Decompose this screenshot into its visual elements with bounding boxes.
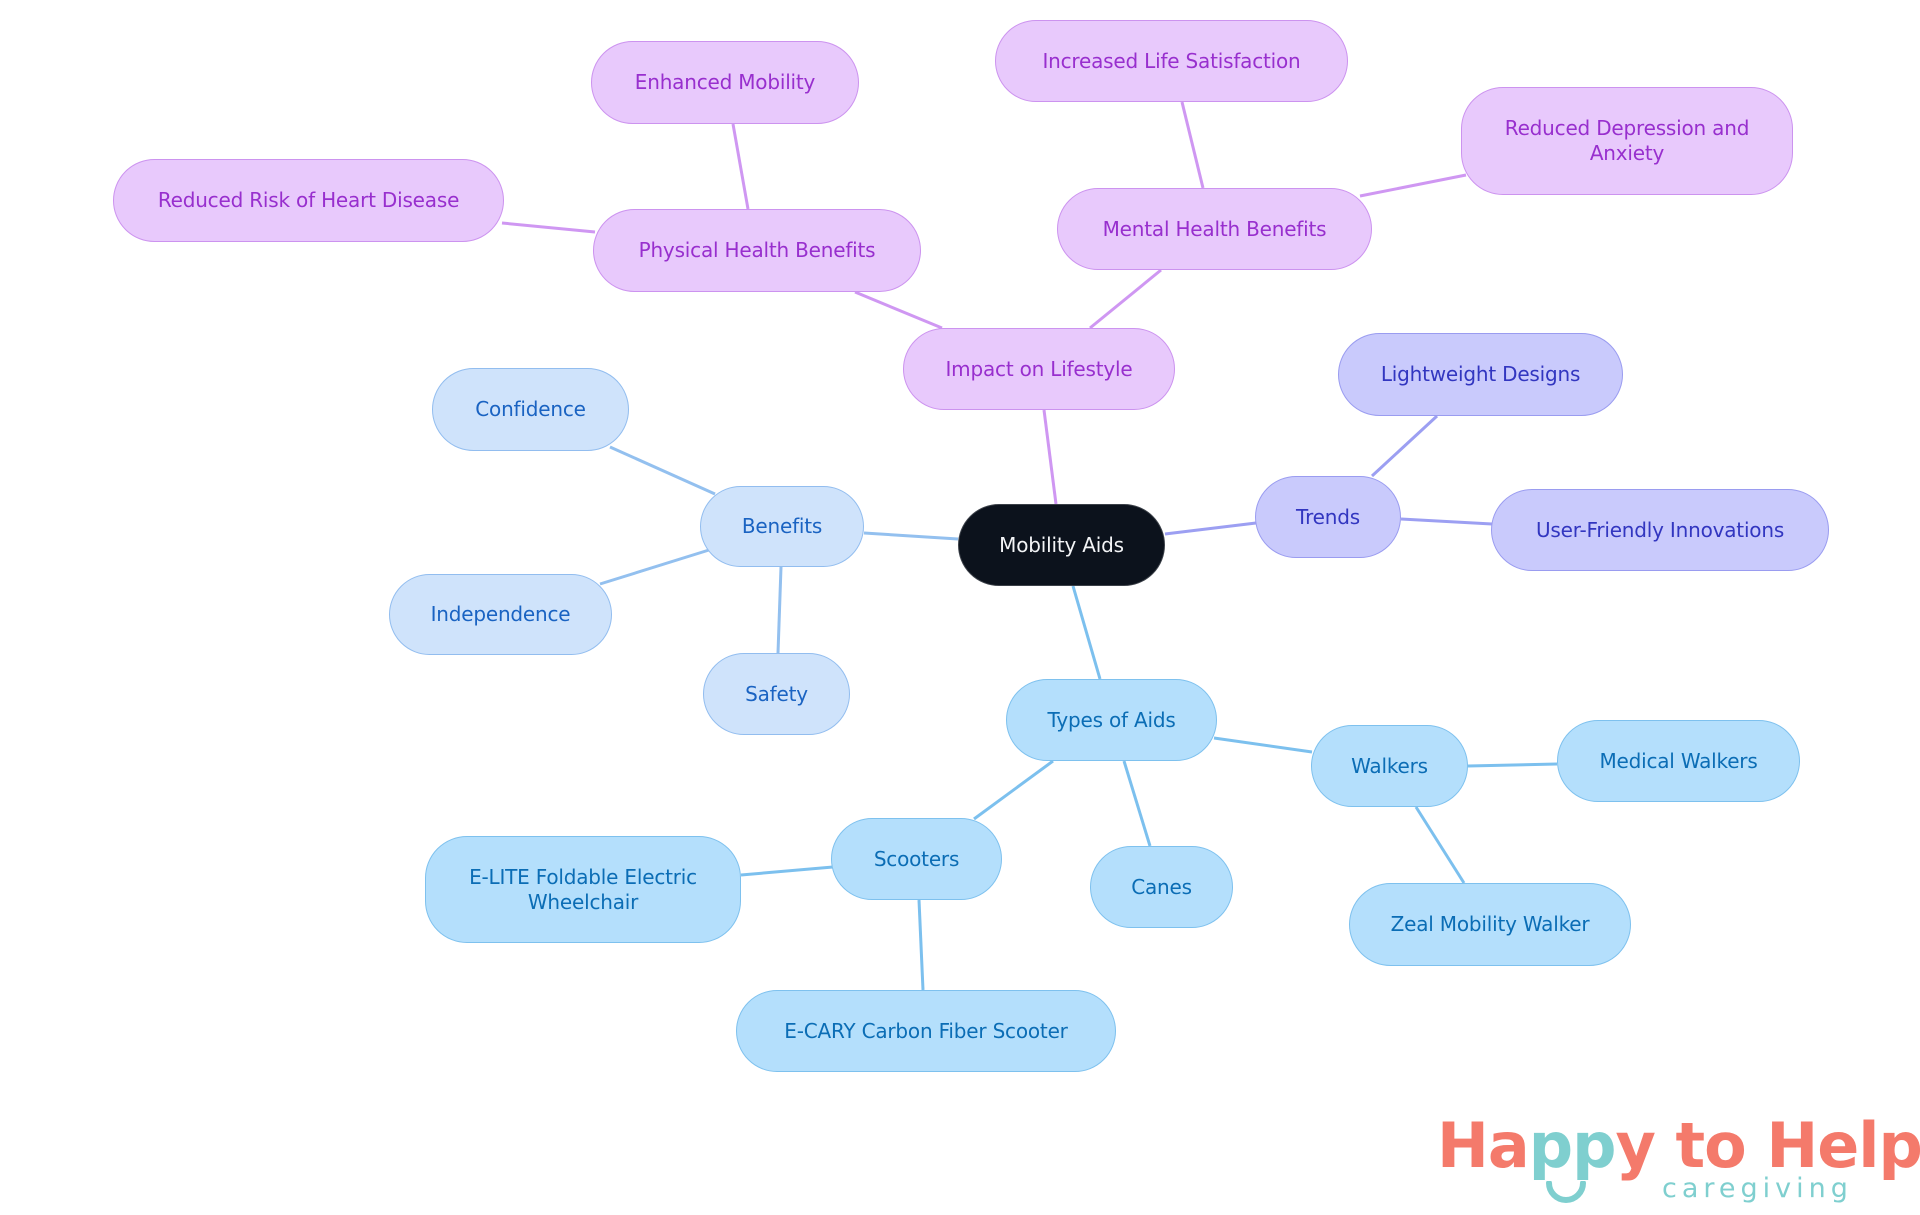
node-label-line: E-LITE Foldable Electric	[469, 864, 697, 889]
node-label: Safety	[745, 681, 808, 706]
node-medical[interactable]: Medical Walkers	[1557, 720, 1800, 802]
node-label: Medical Walkers	[1599, 748, 1758, 773]
node-types[interactable]: Types of Aids	[1006, 679, 1217, 761]
node-canes[interactable]: Canes	[1090, 846, 1233, 928]
node-label: E-CARY Carbon Fiber Scooter	[784, 1018, 1068, 1043]
edge-physical-heart	[501, 221, 596, 234]
edge-physical-enhanced	[731, 123, 750, 210]
node-label: Increased Life Satisfaction	[1042, 48, 1301, 73]
edge-benefits-safety	[776, 566, 783, 654]
node-userfriendly[interactable]: User-Friendly Innovations	[1491, 489, 1829, 571]
node-safety[interactable]: Safety	[703, 653, 850, 735]
node-mental[interactable]: Mental Health Benefits	[1057, 188, 1372, 270]
logo-brand-part: y to Help	[1615, 1109, 1920, 1182]
node-independence[interactable]: Independence	[389, 574, 612, 655]
edge-scooters-ecary	[917, 899, 925, 991]
node-label: Independence	[430, 602, 571, 626]
logo-brand-text: Happy to Help	[1437, 1115, 1920, 1177]
node-scooters[interactable]: Scooters	[831, 818, 1002, 900]
node-satisfaction[interactable]: Increased Life Satisfaction	[995, 20, 1348, 102]
node-label: Walkers	[1351, 753, 1428, 778]
node-label-line: Anxiety	[1589, 141, 1665, 165]
happy-to-help-logo: Happy to Help caregiving	[1437, 1115, 1920, 1210]
smile-icon	[1546, 1181, 1586, 1203]
node-enhanced[interactable]: Enhanced Mobility	[591, 41, 859, 124]
node-label-line: Reduced Depression and	[1504, 116, 1750, 140]
logo-brand-part: Ha	[1437, 1109, 1530, 1182]
node-heart[interactable]: Reduced Risk of Heart Disease	[113, 159, 504, 242]
node-walkers[interactable]: Walkers	[1311, 725, 1468, 807]
node-benefits[interactable]: Benefits	[700, 486, 864, 567]
edge-types-canes	[1122, 760, 1152, 847]
node-label: Mental Health Benefits	[1102, 216, 1327, 241]
edge-root-types	[1071, 585, 1102, 680]
node-label: Mobility Aids	[999, 532, 1124, 557]
node-label: Benefits	[741, 514, 823, 538]
node-label: Physical Health Benefits	[638, 238, 876, 262]
node-label: User-Friendly Innovations	[1535, 517, 1785, 542]
node-label: Types of Aids	[1047, 707, 1176, 732]
edge-root-impact	[1042, 409, 1058, 505]
node-label: Scooters	[873, 846, 960, 871]
edge-mental-satisfaction	[1180, 101, 1205, 189]
edge-benefits-independence	[599, 548, 710, 586]
node-root[interactable]: Mobility Aids	[958, 504, 1165, 586]
node-confidence[interactable]: Confidence	[432, 368, 629, 451]
edge-impact-mental	[1089, 268, 1162, 330]
edge-types-scooters	[973, 759, 1054, 821]
node-label-line: Wheelchair	[527, 889, 639, 914]
edge-root-benefits	[863, 531, 959, 541]
edge-types-walkers	[1213, 736, 1313, 754]
edge-trends-userfriendly	[1400, 517, 1493, 526]
node-impact[interactable]: Impact on Lifestyle	[903, 328, 1175, 410]
node-label: Confidence	[475, 397, 586, 421]
node-label: Zeal Mobility Walker	[1390, 912, 1590, 936]
edge-impact-physical	[854, 290, 943, 330]
node-physical[interactable]: Physical Health Benefits	[593, 209, 921, 292]
node-label: Lightweight Designs	[1380, 362, 1581, 386]
edge-mental-depression	[1359, 173, 1467, 198]
node-lightweight[interactable]: Lightweight Designs	[1338, 333, 1623, 416]
edge-trends-lightweight	[1370, 414, 1439, 478]
node-zeal[interactable]: Zeal Mobility Walker	[1349, 883, 1631, 966]
edge-scooters-elite	[740, 865, 834, 877]
node-label: Trends	[1296, 504, 1360, 529]
node-ecary[interactable]: E-CARY Carbon Fiber Scooter	[736, 990, 1116, 1072]
logo-brand-part: pp	[1528, 1109, 1617, 1182]
edge-walkers-zeal	[1414, 806, 1466, 884]
edge-benefits-confidence	[609, 445, 716, 496]
node-label: Enhanced Mobility	[634, 70, 816, 94]
node-label: Reduced Risk of Heart Disease	[157, 188, 460, 212]
node-label: Impact on Lifestyle	[945, 356, 1133, 381]
node-label: Canes	[1131, 874, 1192, 899]
node-trends[interactable]: Trends	[1255, 476, 1401, 558]
logo-tagline: caregiving	[1662, 1173, 1853, 1204]
edge-walkers-medical	[1467, 762, 1558, 768]
edge-root-trends	[1164, 521, 1257, 536]
